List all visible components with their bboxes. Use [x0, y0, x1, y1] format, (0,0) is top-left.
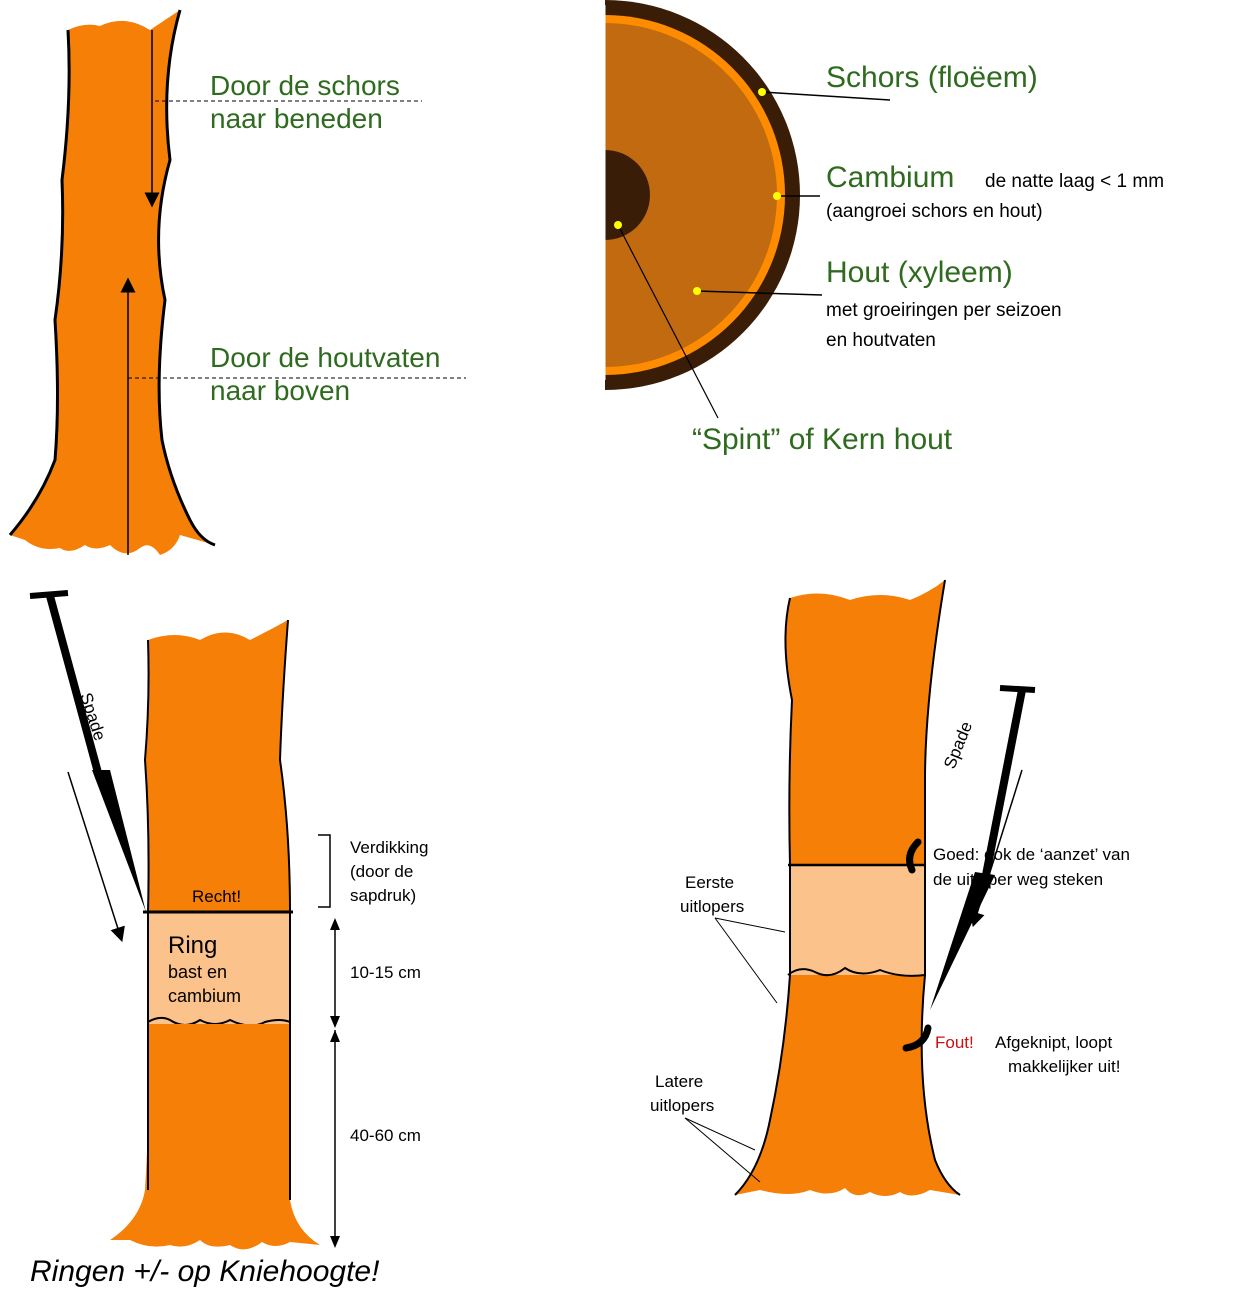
- ring-band-shoots: [790, 865, 925, 975]
- label-eerste-2: uitlopers: [680, 897, 744, 916]
- label-ring-note1: bast en: [168, 962, 227, 982]
- panel-cross-section: Schors (floëem) Cambium de natte laag < …: [410, 0, 1164, 456]
- label-verdikking-2: (door de: [350, 862, 413, 881]
- label-spade-right: Spade: [940, 719, 976, 772]
- label-fout-2: makkelijker uit!: [1008, 1057, 1120, 1076]
- trunk-shoots-lower: [735, 975, 960, 1196]
- label-kern: “Spint” of Kern hout: [692, 423, 953, 456]
- label-fout: Fout!: [935, 1033, 974, 1052]
- label-latere-1: Latere: [655, 1072, 703, 1091]
- label-dim-ring: 10-15 cm: [350, 963, 421, 982]
- label-verdikking-3: sapdruk): [350, 886, 416, 905]
- label-cambium-note: de natte laag < 1 mm: [985, 171, 1164, 192]
- label-fout-1: Afgeknipt, loopt: [995, 1033, 1112, 1052]
- label-cambium: Cambium: [826, 161, 954, 194]
- trunk-lower: [110, 1024, 320, 1249]
- label-goed-2: de uitloper weg steken: [933, 870, 1103, 889]
- label-latere-2: uitlopers: [650, 1096, 714, 1115]
- panel-sap-flow: Door de schors naar beneden Door de hout…: [10, 10, 466, 555]
- label-hout-note1: met groeiringen per seizoen: [826, 300, 1062, 321]
- label-cambium-note2: (aangroei schors en hout): [826, 201, 1043, 222]
- label-eerste-1: Eerste: [685, 873, 734, 892]
- label-down-line2: naar beneden: [210, 103, 383, 134]
- label-verdikking-1: Verdikking: [350, 838, 428, 857]
- panel-shoots: Spade Eerste uitlopers Latere uitlopers …: [650, 580, 1130, 1196]
- label-dim-below: 40-60 cm: [350, 1126, 421, 1145]
- label-schors: Schors (floëem): [826, 61, 1038, 94]
- trunk-flow: [10, 10, 215, 555]
- label-goed-1: Goed: ook de ‘aanzet’ van: [933, 845, 1130, 864]
- label-hout: Hout (xyleem): [826, 256, 1013, 289]
- label-down-line1: Door de schors: [210, 70, 400, 101]
- label-recht: Recht!: [192, 887, 241, 906]
- page-caption: Ringen +/- op Kniehoogte!: [30, 1255, 379, 1289]
- spade-handle-left: [30, 593, 68, 596]
- label-up-line1: Door de houtvaten: [210, 342, 440, 373]
- panel-ringing: Spade Recht! Ring bast en cambium Verdik…: [30, 593, 428, 1249]
- label-up-line2: naar boven: [210, 375, 350, 406]
- label-hout-note2: en houtvaten: [826, 330, 936, 351]
- label-ring-note2: cambium: [168, 986, 241, 1006]
- trunk-shoots-upper: [785, 580, 945, 865]
- label-ring: Ring: [168, 932, 217, 959]
- trunk-upper: [145, 620, 290, 912]
